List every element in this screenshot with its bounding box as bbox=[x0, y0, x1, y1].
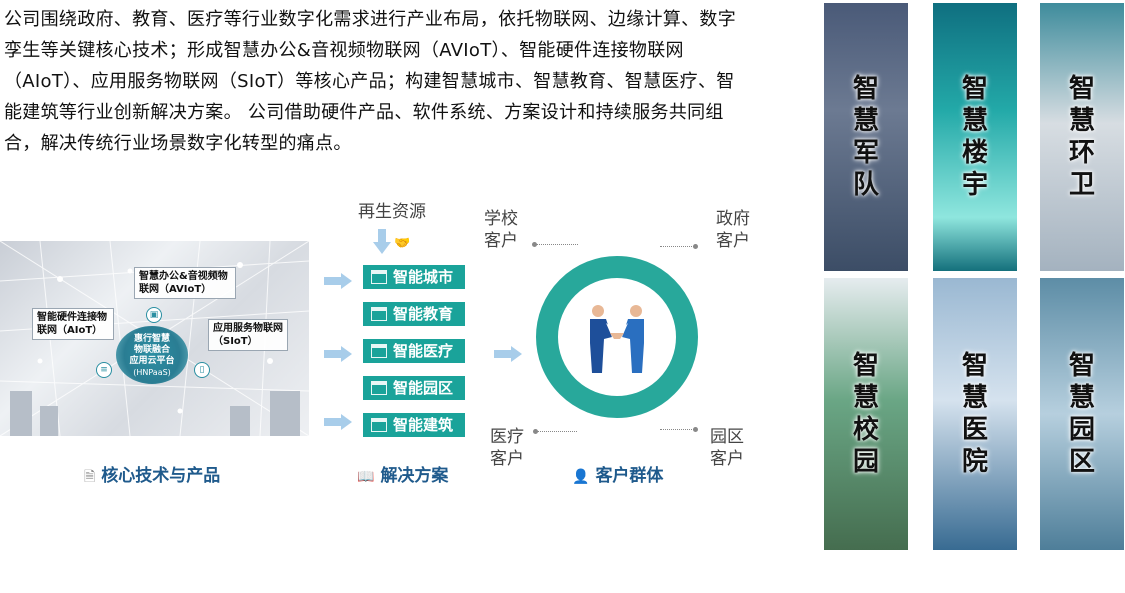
tile-label-char: 智 bbox=[1068, 74, 1095, 104]
tablet-icon: ▯ bbox=[194, 362, 210, 378]
tile-label: 智慧校园 bbox=[824, 278, 908, 550]
tag-aiot: 智能硬件连接物联网（AIoT） bbox=[32, 308, 114, 340]
caption-customers: 👤客户群体 bbox=[572, 466, 664, 486]
tile-label-char: 园 bbox=[1068, 415, 1095, 445]
tile-label-char: 队 bbox=[852, 170, 879, 200]
arrow-right-icon bbox=[324, 414, 352, 430]
tile-label-char: 环 bbox=[1068, 138, 1095, 168]
tile-smart-army: 智慧军队 bbox=[824, 3, 908, 271]
core-platform-circle: 惠行智慧 物联融合 应用云平台 (HNPaaS) bbox=[116, 326, 188, 384]
tile-label-char: 宇 bbox=[961, 170, 988, 200]
device-icon: ▣ bbox=[146, 307, 162, 323]
tile-label-char: 楼 bbox=[961, 138, 988, 168]
tile-smart-building: 智慧楼宇 bbox=[933, 3, 1017, 271]
tile-label-char: 智 bbox=[1068, 351, 1095, 381]
user-icon: 👤 bbox=[572, 469, 590, 485]
solution-smart-city[interactable]: 智能城市 bbox=[363, 265, 465, 289]
tile-label-char: 智 bbox=[852, 74, 879, 104]
park-icon bbox=[371, 381, 387, 395]
hospital-icon bbox=[371, 344, 387, 358]
arrow-right-icon bbox=[494, 346, 522, 362]
tile-label-char: 园 bbox=[852, 447, 879, 477]
customer-gov: 政府客户 bbox=[716, 209, 750, 251]
caption-solutions: 📖解决方案 bbox=[357, 466, 449, 486]
tile-label-char: 智 bbox=[961, 351, 988, 381]
arrow-right-icon bbox=[324, 346, 352, 362]
building-icon bbox=[371, 270, 387, 284]
platform-sub: (HNPaaS) bbox=[133, 368, 171, 377]
recycle-label: 再生资源 bbox=[358, 202, 426, 222]
arrow-down-icon bbox=[373, 229, 391, 255]
connector-line bbox=[536, 244, 578, 245]
platform-line2: 物联融合 bbox=[133, 345, 170, 355]
connector-line bbox=[660, 429, 694, 430]
tile-label: 智慧园区 bbox=[1040, 278, 1124, 550]
solution-smart-building[interactable]: 智能建筑 bbox=[363, 413, 465, 437]
tile-label: 智慧医院 bbox=[933, 278, 1017, 550]
tile-label-char: 慧 bbox=[852, 106, 879, 136]
tile-label-char: 慧 bbox=[1068, 383, 1095, 413]
tile-label-char: 院 bbox=[961, 447, 988, 477]
solution-smart-park[interactable]: 智能园区 bbox=[363, 376, 465, 400]
tile-label-char: 慧 bbox=[1068, 106, 1095, 136]
tile-label-char: 区 bbox=[1068, 447, 1095, 477]
tag-siot: 应用服务物联网（SIoT） bbox=[208, 319, 288, 351]
caption-core: 🗎核心技术与产品 bbox=[84, 461, 220, 490]
tile-label-char: 慧 bbox=[852, 383, 879, 413]
tile-label-char: 智 bbox=[852, 351, 879, 381]
intro-paragraph: 公司围绕政府、教育、医疗等行业数字化需求进行产业布局，依托物联网、边缘计算、数字… bbox=[4, 9, 736, 154]
tower-icon bbox=[371, 418, 387, 432]
tile-smart-campus: 智慧校园 bbox=[824, 278, 908, 550]
network-background bbox=[0, 241, 309, 436]
platform-line1: 惠行智慧 bbox=[133, 334, 170, 344]
tile-label-char: 智 bbox=[961, 74, 988, 104]
handshake-icon: 🤝 bbox=[394, 236, 411, 251]
book-icon: 📖 bbox=[357, 469, 375, 485]
signal-icon: ≡ bbox=[96, 362, 112, 378]
arrow-right-icon bbox=[324, 273, 352, 289]
connector-line bbox=[660, 246, 694, 247]
tile-label-char: 医 bbox=[961, 415, 988, 445]
customer-park: 园区客户 bbox=[710, 427, 744, 469]
connector-dot bbox=[693, 244, 698, 249]
tile-smart-hospital: 智慧医院 bbox=[933, 278, 1017, 550]
tile-label-char: 卫 bbox=[1068, 170, 1095, 200]
tile-label: 智慧楼宇 bbox=[933, 3, 1017, 271]
customer-school: 学校客户 bbox=[484, 209, 518, 251]
connector-dot bbox=[532, 242, 537, 247]
solution-smart-education[interactable]: 智能教育 bbox=[363, 302, 465, 326]
customer-medical: 医疗客户 bbox=[490, 427, 524, 469]
handshake-people-icon bbox=[590, 305, 644, 373]
school-icon bbox=[371, 307, 387, 321]
tile-smart-sanitation: 智慧环卫 bbox=[1040, 3, 1124, 271]
document-code-icon: 🗎 bbox=[84, 469, 96, 485]
tile-label: 智慧环卫 bbox=[1040, 3, 1124, 271]
tile-label-char: 慧 bbox=[961, 383, 988, 413]
tile-label-char: 校 bbox=[852, 415, 879, 445]
tile-label: 智慧军队 bbox=[824, 3, 908, 271]
platform-line3: 应用云平台 bbox=[129, 356, 175, 366]
tile-label-char: 慧 bbox=[961, 106, 988, 136]
tile-label-char: 军 bbox=[852, 138, 879, 168]
connector-line bbox=[537, 431, 577, 432]
connector-dot bbox=[533, 429, 538, 434]
tag-aviot: 智慧办公&音视频物联网（AVIoT） bbox=[134, 267, 236, 299]
solution-smart-medical[interactable]: 智能医疗 bbox=[363, 339, 465, 363]
tile-smart-park: 智慧园区 bbox=[1040, 278, 1124, 550]
connector-dot bbox=[693, 427, 698, 432]
